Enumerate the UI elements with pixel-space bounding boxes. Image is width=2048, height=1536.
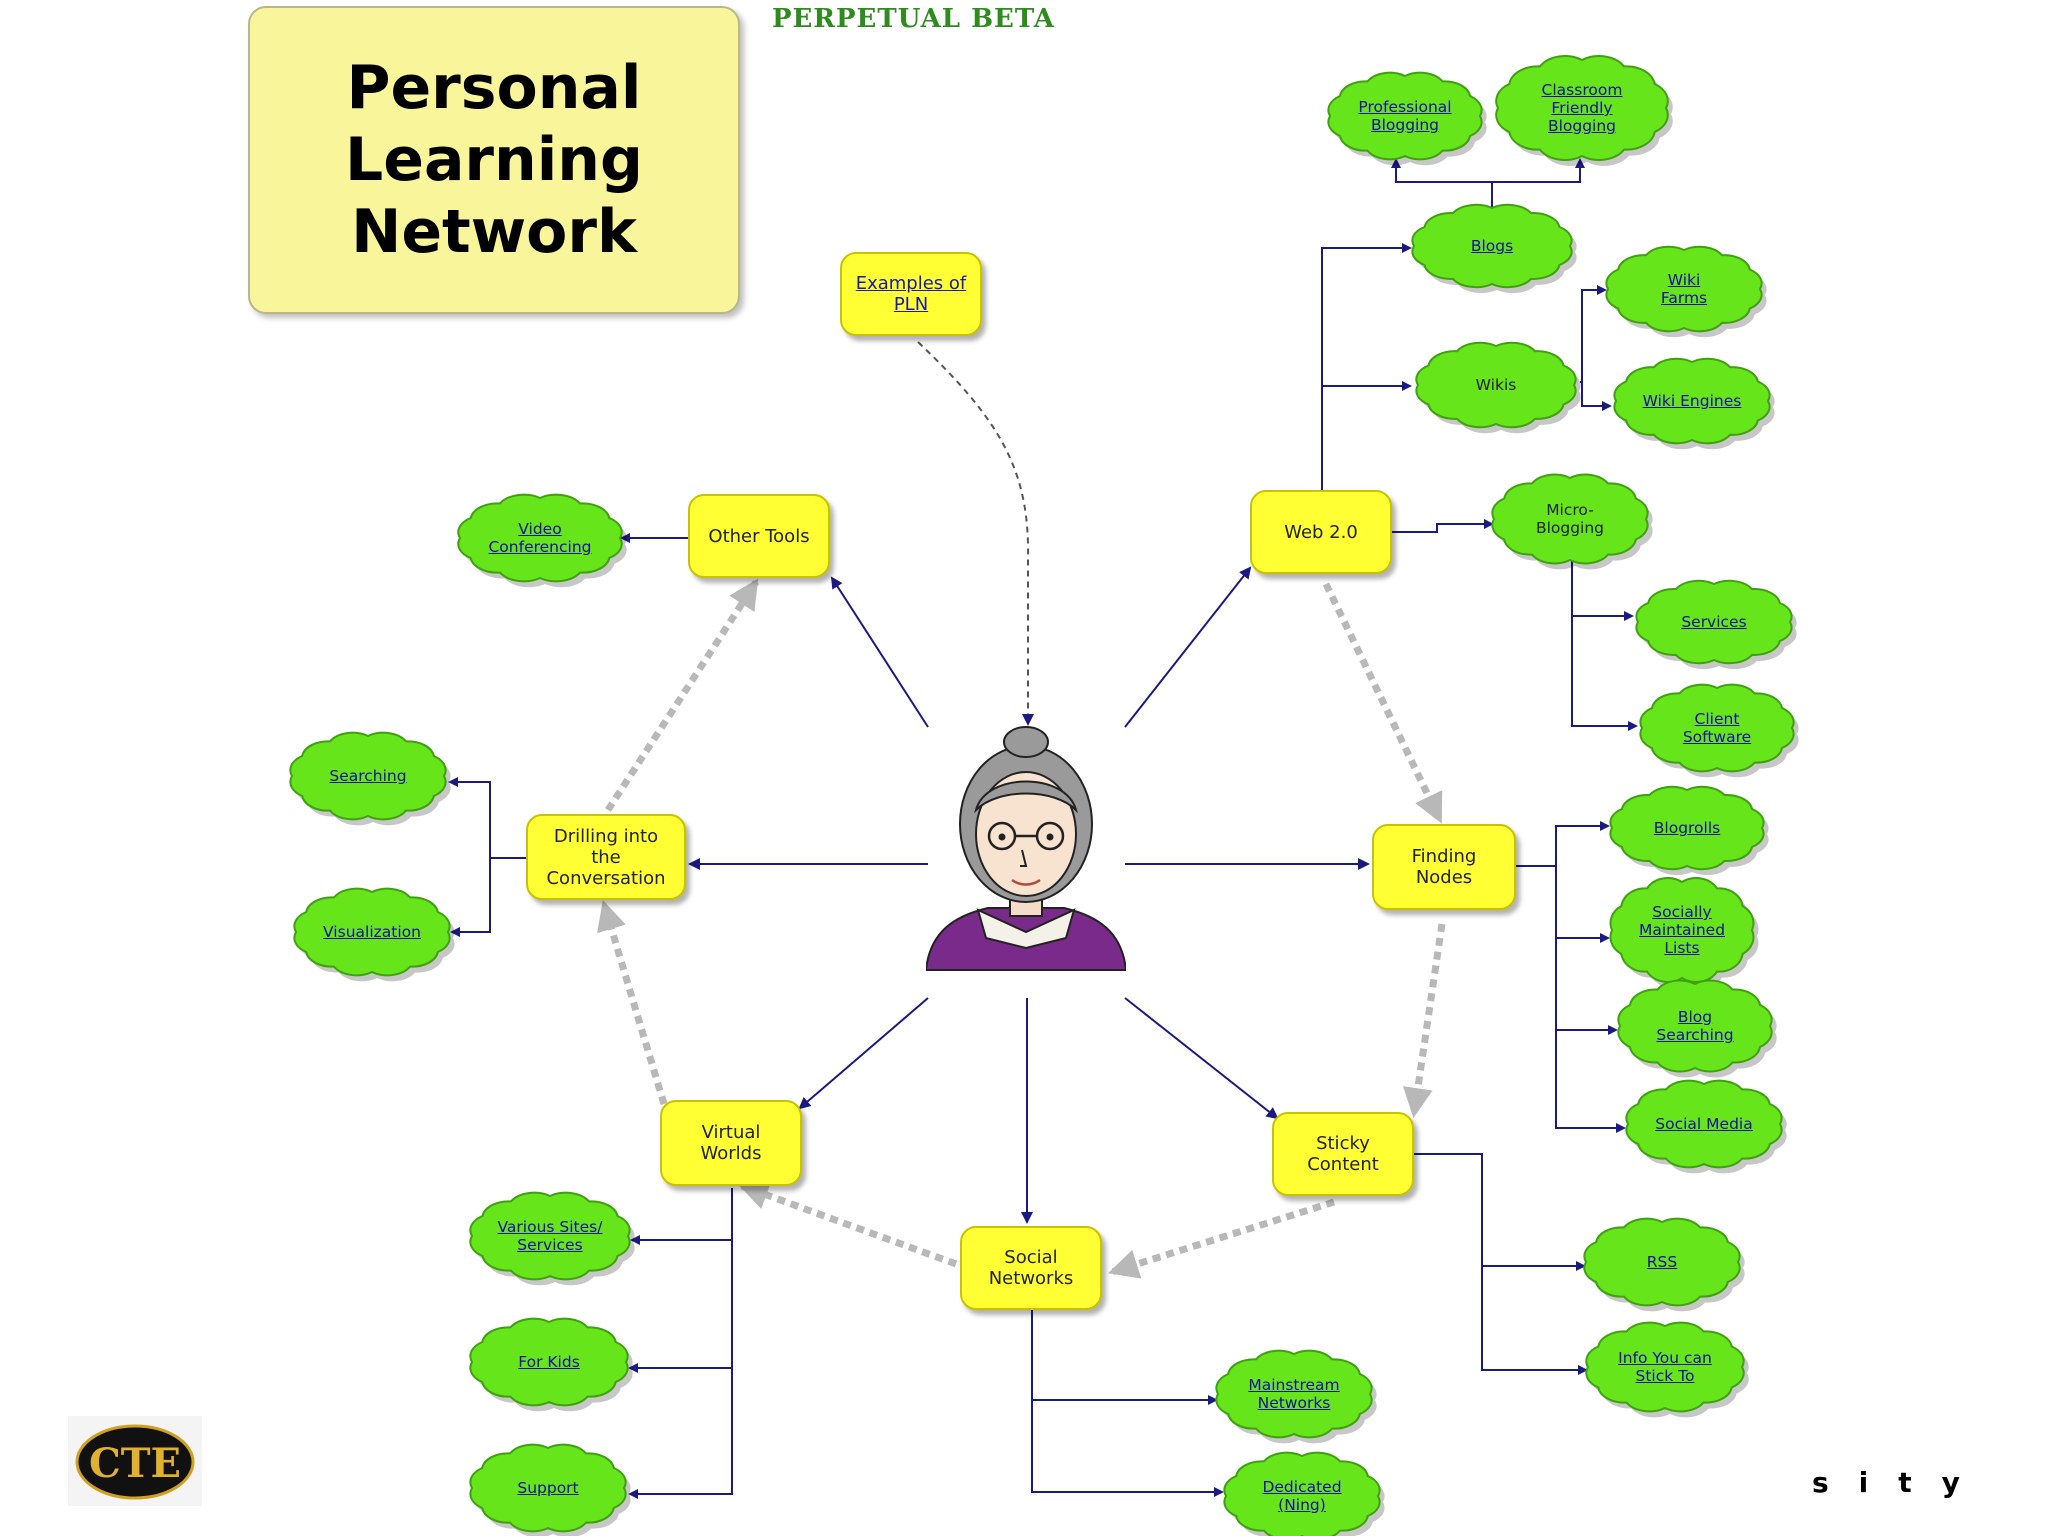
title-line-3: Network: [351, 197, 637, 267]
cloud-support-link[interactable]: Support: [517, 1479, 579, 1497]
cloud-professional-blogging-link[interactable]: Professional Blogging: [1358, 98, 1452, 134]
cloud-wikis-label: Wikis: [1475, 376, 1517, 394]
hub-social-networks: Social Networks: [960, 1226, 1102, 1310]
cloud-shape-wiki-farms: [1605, 245, 1763, 333]
hub-finding-nodes: Finding Nodes: [1372, 824, 1516, 910]
spoke-web2: [1124, 566, 1252, 728]
cloud-shape-info-stick: [1585, 1321, 1745, 1413]
cloud-searching-link[interactable]: Searching: [329, 767, 407, 785]
cloud-shape-socially-maintained: [1609, 877, 1755, 983]
cloud-micro-blogging-label: Micro- Blogging: [1535, 501, 1605, 537]
tagline: PERPETUAL BETA: [772, 4, 1055, 34]
title-line-2: Learning: [345, 125, 643, 195]
cloud-dedicated-link[interactable]: Dedicated (Ning): [1262, 1478, 1342, 1514]
spoke-other: [830, 576, 929, 728]
cloud-classroom-blogging-link[interactable]: Classroom Friendly Blogging: [1541, 81, 1623, 135]
footer-letter: i: [1858, 1466, 1869, 1499]
examples-of-pln-link[interactable]: Examples of PLN: [840, 252, 982, 336]
cloud-shape-support: [469, 1443, 627, 1533]
cloud-social-media-link[interactable]: Social Media: [1655, 1115, 1753, 1133]
footer-letter: t: [1898, 1466, 1912, 1499]
cloud-info-stick-link[interactable]: Info You can Stick To: [1618, 1349, 1712, 1385]
cloud-shape-dedicated: [1223, 1451, 1381, 1536]
footer-letter: y: [1941, 1466, 1960, 1499]
diagram-title: Personal Learning Network: [248, 6, 740, 314]
cloud-various-sites-link[interactable]: Various Sites/ Services: [497, 1218, 603, 1254]
cloud-shape-classroom-blogging: [1495, 55, 1669, 161]
cloud-wiki-engines-link[interactable]: Wiki Engines: [1642, 392, 1742, 410]
cloud-shape-micro-blogging: [1491, 473, 1649, 565]
footer-letter: s: [1812, 1466, 1829, 1499]
cloud-shape-wiki-engines: [1613, 357, 1771, 445]
cte-logo: CTE: [68, 1416, 202, 1506]
cloud-shape-professional-blogging: [1327, 71, 1483, 161]
cloud-blog-searching-link[interactable]: Blog Searching: [1656, 1008, 1734, 1044]
cloud-services-link[interactable]: Services: [1681, 613, 1747, 631]
hub-sticky-content: Sticky Content: [1272, 1112, 1414, 1196]
cloud-rss-link[interactable]: RSS: [1646, 1253, 1678, 1271]
cloud-shape-social-media: [1625, 1079, 1783, 1169]
cloud-visualization-link[interactable]: Visualization: [323, 923, 421, 941]
cloud-wiki-farms-link[interactable]: Wiki Farms: [1660, 271, 1708, 307]
cloud-shape-wikis: [1415, 341, 1577, 429]
title-line-1: Personal: [346, 53, 642, 123]
teacher-woman-icon: [926, 726, 1126, 971]
cloud-shape-mainstream: [1215, 1349, 1373, 1439]
cloud-client-software-link[interactable]: Client Software: [1682, 710, 1752, 746]
cloud-shape-blogrolls: [1609, 785, 1765, 871]
cloud-shape-rss: [1583, 1217, 1741, 1307]
spoke-virtual: [798, 997, 929, 1110]
cloud-shape-visualization: [293, 887, 451, 977]
cloud-shape-for-kids: [469, 1317, 629, 1407]
cloud-socially-maintained-link[interactable]: Socially Maintained Lists: [1638, 903, 1726, 957]
cloud-shape-video-conf: [457, 493, 623, 583]
hub-virtual-worlds: Virtual Worlds: [660, 1100, 802, 1186]
cloud-blogrolls-link[interactable]: Blogrolls: [1653, 819, 1721, 837]
cloud-shape-services: [1635, 579, 1793, 665]
cloud-shape-various-sites: [469, 1191, 631, 1281]
cloud-blogs-link[interactable]: Blogs: [1470, 237, 1514, 255]
cloud-for-kids-link[interactable]: For Kids: [518, 1353, 580, 1371]
hub-drilling-conversation: Drilling into the Conversation: [526, 814, 686, 900]
svg-text:CTE: CTE: [89, 1440, 181, 1487]
examples-arrow: [917, 341, 1034, 726]
spoke-sticky: [1124, 997, 1279, 1120]
cloud-shape-searching: [289, 731, 447, 821]
cloud-shape-client-software: [1639, 683, 1795, 773]
cloud-mainstream-link[interactable]: Mainstream Networks: [1248, 1376, 1340, 1412]
cloud-shape-blogs: [1411, 203, 1573, 289]
hub-other-tools: Other Tools: [688, 494, 830, 578]
cloud-video-conf-link[interactable]: Video Conferencing: [488, 520, 592, 556]
cloud-shape-blog-searching: [1617, 979, 1773, 1073]
hub-web2: Web 2.0: [1250, 490, 1392, 574]
